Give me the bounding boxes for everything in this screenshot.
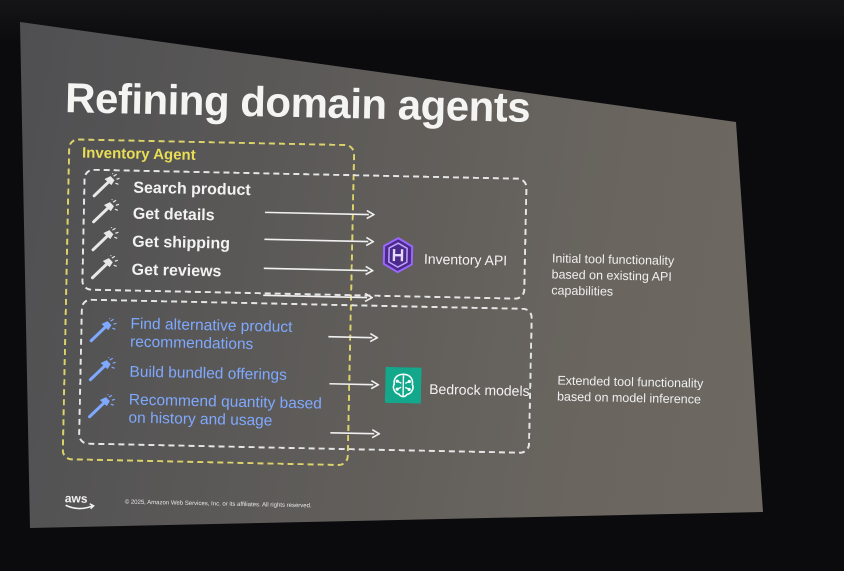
tool-item: Find alternative product recommendations — [88, 313, 293, 357]
tool-item: Get details — [90, 198, 215, 230]
arrow-get-shipping — [263, 263, 374, 276]
tool-label-find-alternative: Find alternative product recommendations — [129, 315, 293, 354]
inventory-api-service: Inventory API — [380, 237, 508, 281]
tool-item: Recommend quantity based on history and … — [86, 389, 322, 434]
arrow-build-bundled — [329, 379, 380, 390]
hammer-wrench-icon — [88, 317, 119, 349]
aws-logo-text: aws — [65, 491, 88, 505]
slide-title: Refining domain agents — [64, 74, 531, 131]
tool-item: Search product — [91, 172, 251, 204]
slide: Refining domain agents Inventory Agent S… — [48, 60, 748, 528]
inventory-api-icon — [380, 237, 417, 279]
tool-label-build-bundled: Build bundled offerings — [129, 363, 288, 384]
bedrock-service: Bedrock models — [384, 366, 530, 411]
aws-logo: aws — [62, 490, 99, 518]
bedrock-label: Bedrock models — [429, 380, 530, 399]
tool-label-get-reviews: Get reviews — [131, 261, 222, 281]
arrow-get-reviews — [263, 290, 374, 303]
arrow-find-alternative — [328, 332, 379, 343]
hammer-wrench-icon — [90, 198, 121, 230]
tool-label-get-details: Get details — [132, 205, 215, 225]
tool-item: Build bundled offerings — [87, 356, 288, 389]
arrow-search-product — [264, 207, 375, 220]
agent-title: Inventory Agent — [81, 144, 196, 164]
arrow-recommend-quantity — [330, 428, 381, 439]
inventory-api-label: Inventory API — [423, 250, 508, 268]
tool-label-get-shipping: Get shipping — [132, 233, 231, 253]
tool-item: Get shipping — [90, 226, 231, 258]
room-ceiling — [0, 0, 844, 40]
hammer-wrench-icon — [90, 226, 121, 258]
hammer-wrench-icon — [89, 254, 120, 286]
tool-label-search-product: Search product — [133, 179, 251, 200]
tool-label-recommend-quantity: Recommend quantity based on history and … — [128, 391, 323, 430]
note-api-capabilities: Initial tool functionality based on exis… — [551, 251, 675, 299]
arrow-get-details — [264, 234, 375, 247]
copyright: © 2025, Amazon Web Services, Inc. or its… — [124, 499, 312, 510]
hammer-wrench-icon — [87, 356, 118, 388]
note-model-inference: Extended tool functionality based on mod… — [556, 373, 704, 407]
hammer-wrench-icon — [91, 172, 122, 204]
hammer-wrench-icon — [86, 393, 117, 425]
tool-item: Get reviews — [89, 254, 222, 286]
bedrock-brain-icon — [384, 366, 422, 409]
